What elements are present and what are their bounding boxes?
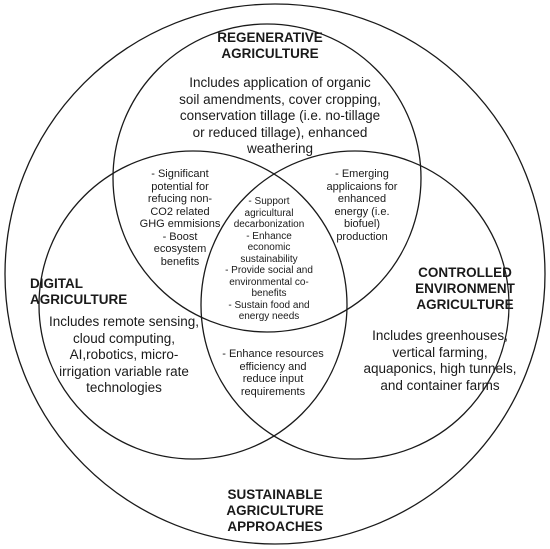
controlled-circle [200,150,510,460]
overlap-center: - Support agricultural decarbonization -… [225,196,313,322]
overlap-digital-controlled: - Enhance resources efficiency and reduc… [222,348,324,398]
outer-title: SUSTAINABLE AGRICULTURE APPROACHES [226,487,324,534]
regenerative-title: REGENERATIVE AGRICULTURE [217,30,323,61]
digital-circle [38,150,348,460]
digital-description: Includes remote sensing, cloud computing… [48,314,200,395]
overlap-regenerative-digital: - Significant potential for refucing non… [139,168,221,268]
controlled-title: CONTROLLED ENVIRONMENT AGRICULTURE [415,265,515,312]
overlap-regenerative-controlled: - Emerging applicaions for enhanced ener… [326,168,398,243]
outer-circle [4,3,546,545]
regenerative-description: Includes application of organic soil ame… [179,75,381,156]
controlled-description: Includes greenhouses, vertical farming, … [363,328,517,393]
digital-title: DIGITAL AGRICULTURE [30,276,128,307]
regenerative-circle [112,23,422,333]
